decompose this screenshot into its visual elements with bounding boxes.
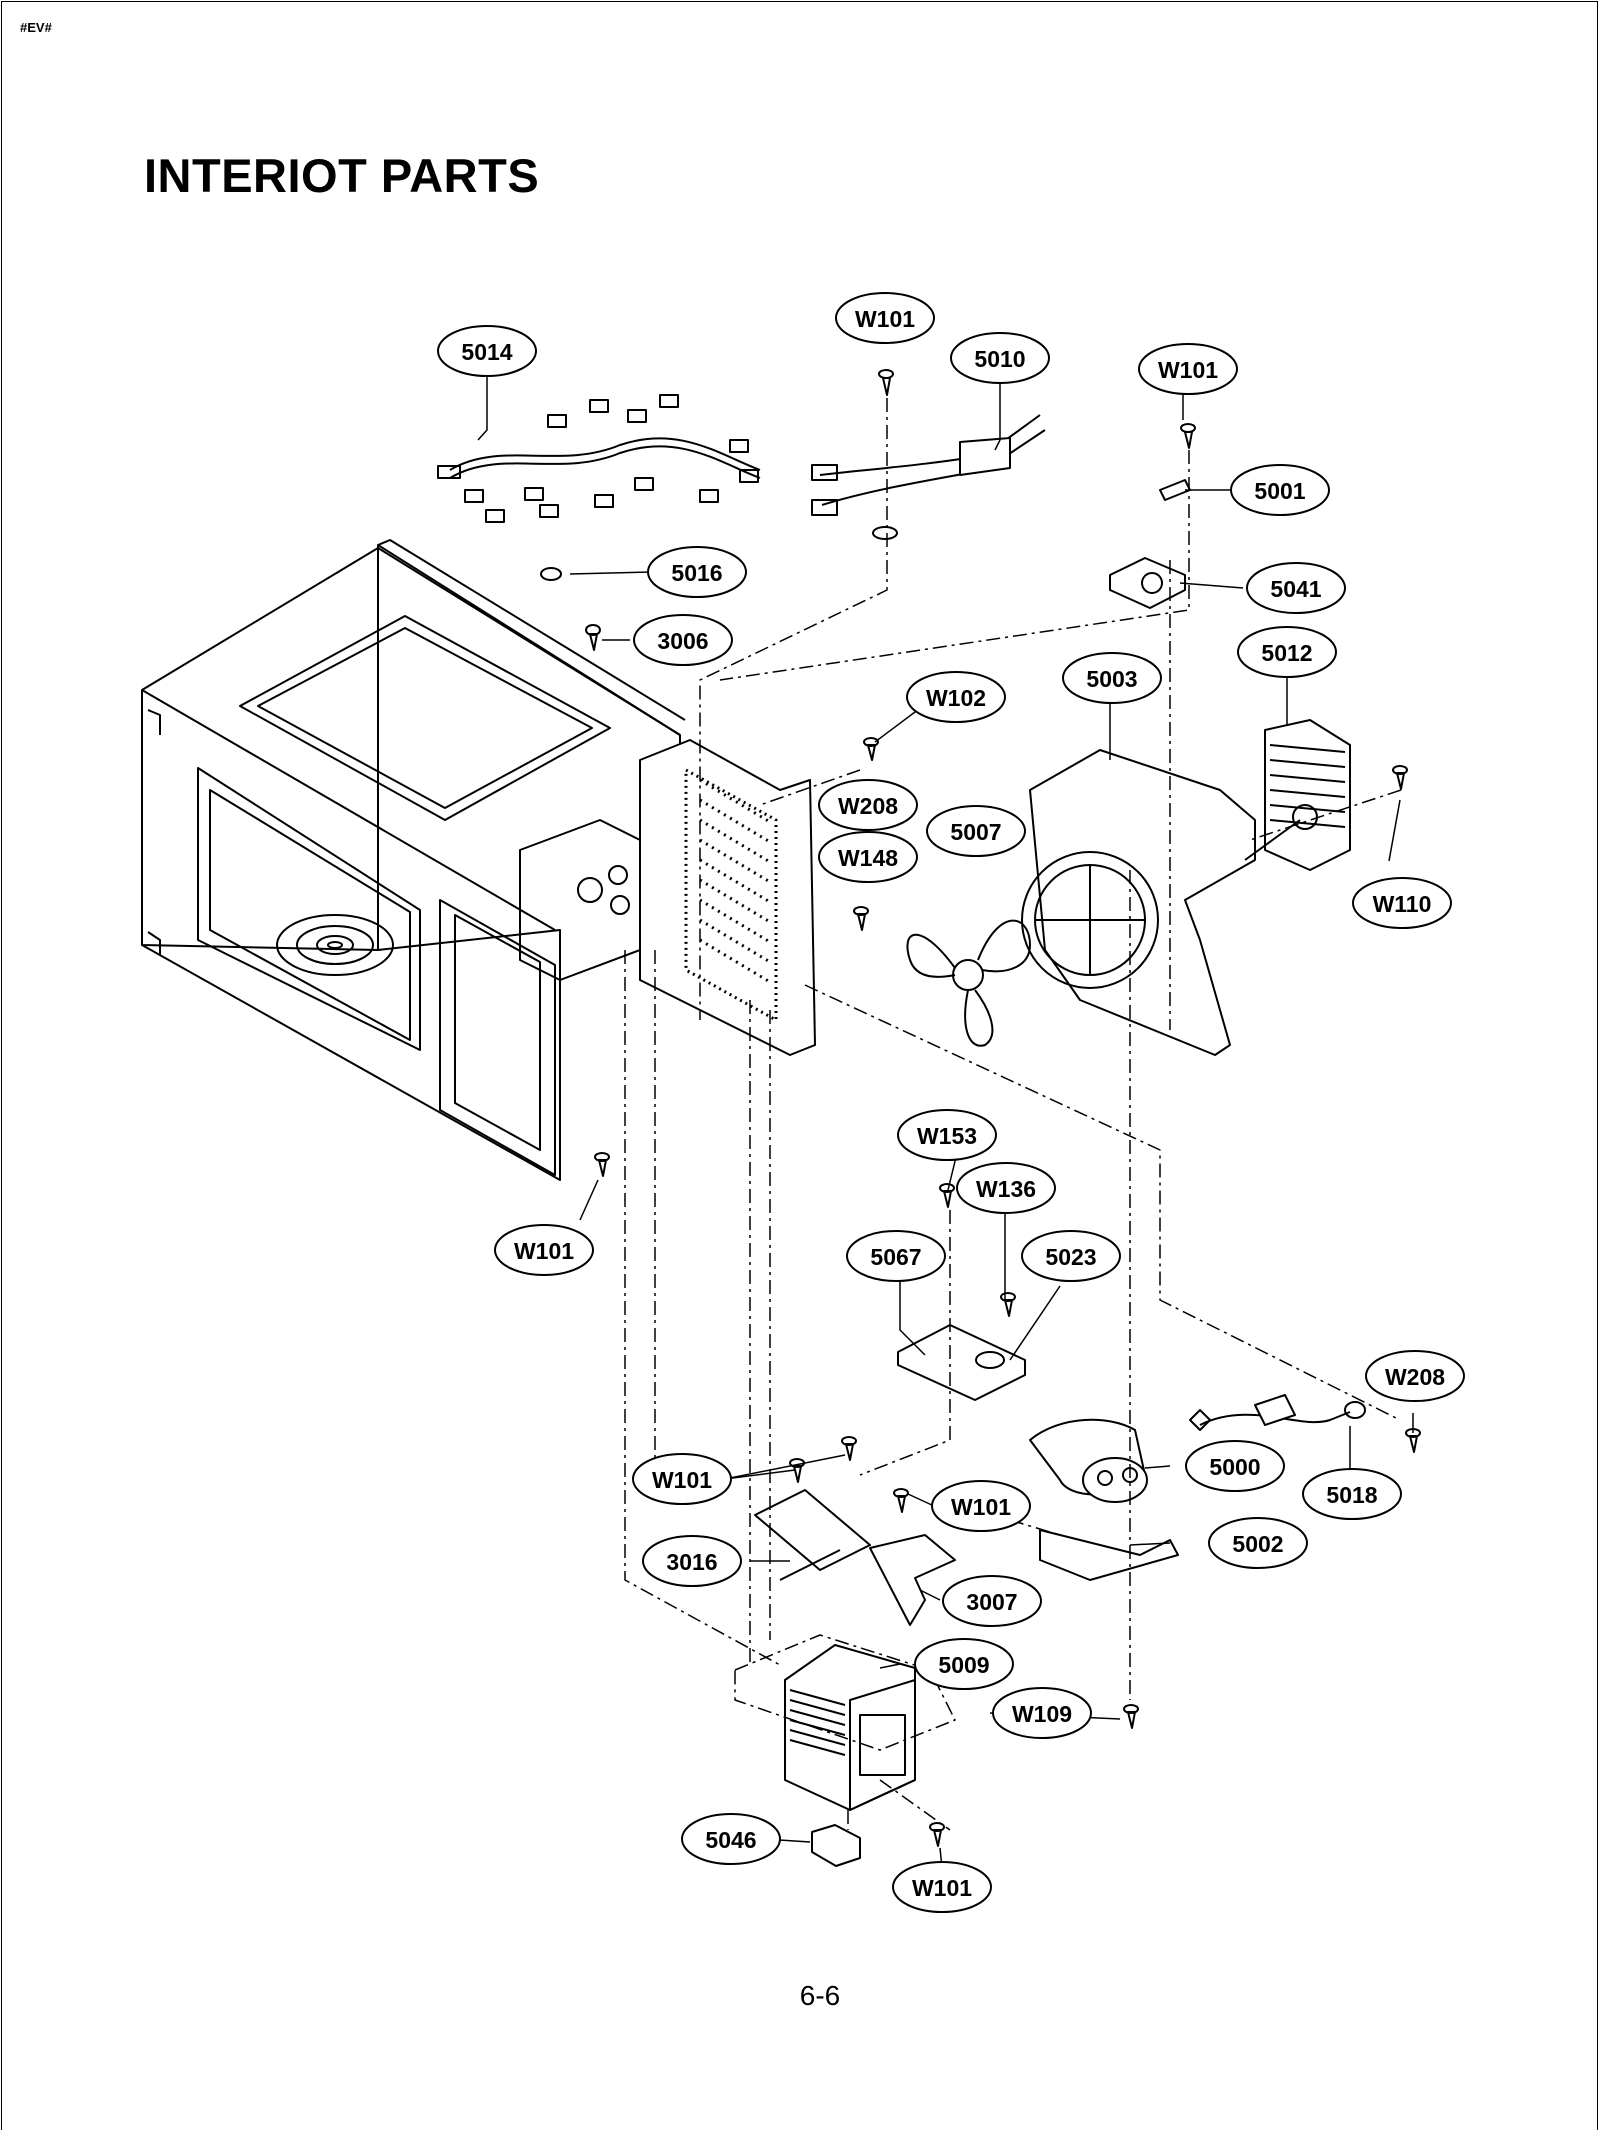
svg-text:W208: W208 xyxy=(1385,1364,1445,1390)
svg-text:W101: W101 xyxy=(514,1238,574,1264)
svg-text:5000: 5000 xyxy=(1209,1454,1260,1480)
svg-text:W109: W109 xyxy=(1012,1701,1072,1727)
callout-w101-mid-left: W101 xyxy=(632,1453,732,1505)
callout-5001: 5001 xyxy=(1230,464,1330,516)
screw-icons xyxy=(540,369,1421,1847)
svg-text:3006: 3006 xyxy=(657,628,708,654)
callout-5007: 5007 xyxy=(926,805,1026,857)
noise-filter-illustration xyxy=(811,1824,861,1867)
callout-5041: 5041 xyxy=(1246,562,1346,614)
callout-w101-top: W101 xyxy=(835,292,935,344)
svg-text:5014: 5014 xyxy=(461,339,512,365)
callout-5067: 5067 xyxy=(846,1230,946,1282)
oven-cavity-illustration xyxy=(141,539,686,1181)
callout-w148: W148 xyxy=(818,831,918,883)
svg-text:5046: 5046 xyxy=(705,1827,756,1853)
capacitor-illustration xyxy=(1029,1418,1148,1503)
callout-w102: W102 xyxy=(906,671,1006,723)
svg-text:W208: W208 xyxy=(838,793,898,819)
page-number: 6-6 xyxy=(799,1980,841,2011)
wire-harness-illustration xyxy=(437,394,761,523)
leader-lines xyxy=(477,369,1414,1869)
page-title: INTERIOT PARTS xyxy=(144,149,540,202)
callout-w101-bottom: W101 xyxy=(892,1861,992,1913)
svg-text:5018: 5018 xyxy=(1326,1482,1377,1508)
svg-text:W102: W102 xyxy=(926,685,986,711)
callout-5003: 5003 xyxy=(1062,652,1162,704)
fan-blade-illustration xyxy=(906,919,1031,1047)
callout-5012: 5012 xyxy=(1237,626,1337,678)
mounting-plate-illustration xyxy=(639,739,816,1056)
callout-w101-left: W101 xyxy=(494,1224,594,1276)
svg-text:5002: 5002 xyxy=(1232,1531,1283,1557)
bracket-3016-illustration xyxy=(754,1489,871,1581)
magnetron-illustration xyxy=(784,1644,916,1811)
thermostat-bracket-illustration xyxy=(897,1324,1026,1401)
callout-5009: 5009 xyxy=(914,1638,1014,1690)
callout-3006: 3006 xyxy=(633,614,733,666)
svg-text:3007: 3007 xyxy=(966,1589,1017,1615)
svg-text:5003: 5003 xyxy=(1086,666,1137,692)
callout-5002: 5002 xyxy=(1208,1517,1308,1569)
svg-text:W101: W101 xyxy=(1158,357,1218,383)
capacitor-bracket-illustration xyxy=(1039,1529,1179,1581)
callout-5000: 5000 xyxy=(1185,1440,1285,1492)
svg-text:W101: W101 xyxy=(652,1467,712,1493)
svg-text:W148: W148 xyxy=(838,845,898,871)
svg-text:W101: W101 xyxy=(855,306,915,332)
callout-w208-right: W208 xyxy=(1365,1350,1465,1402)
svg-text:5010: 5010 xyxy=(974,346,1025,372)
svg-text:W101: W101 xyxy=(912,1875,972,1901)
callout-w110: W110 xyxy=(1352,877,1452,929)
fan-duct-illustration xyxy=(1021,719,1351,1056)
callout-5016: 5016 xyxy=(647,546,747,598)
svg-text:W110: W110 xyxy=(1373,891,1432,917)
callout-5010: 5010 xyxy=(950,332,1050,384)
bracket-3007-illustration xyxy=(869,1534,956,1626)
diode-illustration xyxy=(1189,1394,1366,1431)
callout-w109: W109 xyxy=(992,1687,1092,1739)
callout-w153: W153 xyxy=(897,1109,997,1161)
svg-text:5067: 5067 xyxy=(870,1244,921,1270)
svg-text:W153: W153 xyxy=(917,1123,977,1149)
callout-5046: 5046 xyxy=(681,1813,781,1865)
fuse-holder-illustration xyxy=(1109,479,1191,609)
svg-text:W101: W101 xyxy=(951,1494,1011,1520)
svg-text:5041: 5041 xyxy=(1270,576,1321,602)
header-tag: #EV# xyxy=(20,20,52,35)
svg-text:5007: 5007 xyxy=(950,819,1001,845)
callout-5018: 5018 xyxy=(1302,1468,1402,1520)
svg-text:5009: 5009 xyxy=(938,1652,989,1678)
svg-text:5016: 5016 xyxy=(671,560,722,586)
callout-w101-right: W101 xyxy=(1138,343,1238,395)
svg-text:5001: 5001 xyxy=(1254,478,1305,504)
svg-text:3016: 3016 xyxy=(666,1549,717,1575)
callout-3007: 3007 xyxy=(942,1575,1042,1627)
callout-w136: W136 xyxy=(956,1162,1056,1214)
svg-text:5012: 5012 xyxy=(1261,640,1312,666)
callout-w101-mid-right: W101 xyxy=(931,1480,1031,1532)
callout-w208-left: W208 xyxy=(818,779,918,831)
power-cord-illustration xyxy=(811,414,1046,540)
callout-5023: 5023 xyxy=(1021,1230,1121,1282)
svg-text:5023: 5023 xyxy=(1045,1244,1096,1270)
callout-5014: 5014 xyxy=(437,325,537,377)
svg-text:W136: W136 xyxy=(976,1176,1036,1202)
callout-3016: 3016 xyxy=(642,1535,742,1587)
